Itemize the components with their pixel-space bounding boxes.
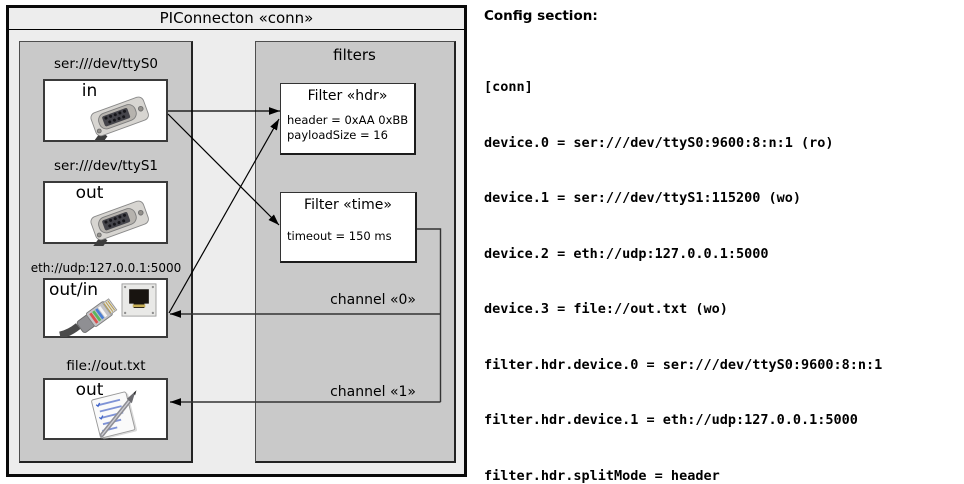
device-port-label: out (75, 183, 104, 203)
device-port-label: in (81, 81, 98, 101)
device-box-eth: out/in (43, 278, 168, 338)
serial-connector-icon (88, 96, 149, 142)
filters-panel: filters Filter «hdr» header = 0xAA 0xBB … (255, 41, 456, 463)
device-port-label: out (75, 380, 104, 400)
serial-connector-icon (88, 200, 149, 246)
config-listing: [conn] device.0 = ser:///dev/ttyS0:9600:… (484, 41, 954, 484)
device-box-ttys1: out (43, 181, 168, 246)
filter-time-box: Filter «time» timeout = 150 ms (280, 192, 417, 263)
device-box-file: out (43, 378, 168, 440)
notepad-icon (91, 390, 138, 440)
config-line: device.1 = ser:///dev/ttyS1:115200 (wo) (484, 190, 801, 206)
config-line: filter.hdr.device.1 = eth://udp:127.0.0.… (484, 412, 858, 428)
devices-panel: ser:///dev/ttyS0 in ser:/// (19, 41, 193, 463)
config-line: filter.hdr.device.0 = ser:///dev/ttyS0:9… (484, 356, 883, 373)
config-line: device.0 = ser:///dev/ttyS0:9600:8:n:1 (… (484, 134, 834, 151)
filter-hdr-box: Filter «hdr» header = 0xAA 0xBB payloadS… (280, 83, 416, 155)
device-label-ttys0: ser:///dev/ttyS0 (54, 56, 158, 72)
config-section: Config section: [conn] device.0 = ser://… (484, 8, 954, 484)
filter-time-title: Filter «time» (304, 197, 392, 213)
diagram-title: PIConnecton «conn» (9, 8, 464, 30)
config-line: device.2 = eth://udp:127.0.0.1:5000 (484, 245, 769, 262)
config-line: filter.hdr.splitMode = header (484, 467, 720, 484)
channel-0-label: channel «0» (330, 292, 416, 308)
filter-hdr-attr-header: header = 0xAA 0xBB (287, 113, 409, 127)
filter-hdr-attr-payloadsize: payloadSize = 16 (287, 128, 388, 142)
channel-1-label: channel «1» (330, 384, 416, 400)
device-box-ttys0: in (43, 79, 168, 142)
connector-outer-box: PIConnecton «conn» ser:///dev/ttyS0 in (6, 5, 467, 477)
device-label-file: file://out.txt (66, 358, 146, 374)
ethernet-cable-icon (59, 298, 118, 337)
ethernet-jack-icon (121, 283, 157, 317)
filter-time-attr-timeout: timeout = 150 ms (287, 229, 392, 243)
filters-panel-title: filters (333, 46, 376, 64)
config-line: [conn] (484, 79, 533, 95)
device-port-label: out/in (49, 280, 99, 300)
device-label-ttys1: ser:///dev/ttyS1 (54, 158, 158, 174)
config-line: device.3 = file://out.txt (wo) (484, 301, 728, 317)
device-label-eth: eth://udp:127.0.0.1:5000 (30, 261, 182, 275)
filter-hdr-title: Filter «hdr» (307, 88, 388, 104)
config-heading: Config section: (484, 8, 598, 24)
